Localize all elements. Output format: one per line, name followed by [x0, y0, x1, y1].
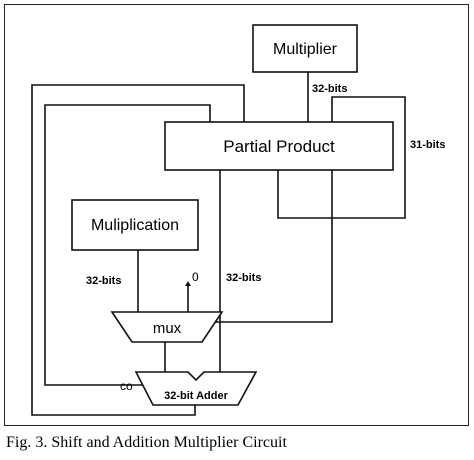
mux-label: mux: [153, 320, 182, 337]
wire-31bit-loop: [277, 96, 406, 219]
bus-label-partial: 31-bits: [410, 139, 445, 151]
wires: [31, 72, 406, 416]
partial-product-label: Partial Product: [223, 137, 335, 156]
mux-shape: [110, 311, 224, 343]
multiplication-box: [71, 199, 199, 251]
wire-carry-feedback: [44, 104, 211, 386]
adder-label: 32-bit Adder: [164, 390, 228, 402]
multiplication-label: Muliplication: [91, 217, 179, 234]
bus-label-multiplier: 32-bits: [312, 83, 347, 95]
figure-caption: Fig. 3. Shift and Addition Multiplier Ci…: [6, 434, 287, 451]
multiplier-box: [252, 24, 358, 73]
zero-input-label: 0: [192, 270, 199, 284]
partial-product-box: [164, 121, 394, 171]
adder-shape: [134, 371, 258, 406]
figure-frame: [4, 4, 469, 426]
zero-input-arrow: [185, 281, 191, 286]
carry-out-label: co: [120, 379, 133, 393]
bus-label-adder-input: 32-bits: [226, 272, 261, 284]
multiplier-label: Multiplier: [273, 41, 338, 58]
wire-outer-feedback: [31, 84, 245, 416]
bus-label-mux-input: 32-bits: [86, 275, 121, 287]
wire-partial-to-mux: [210, 170, 333, 323]
